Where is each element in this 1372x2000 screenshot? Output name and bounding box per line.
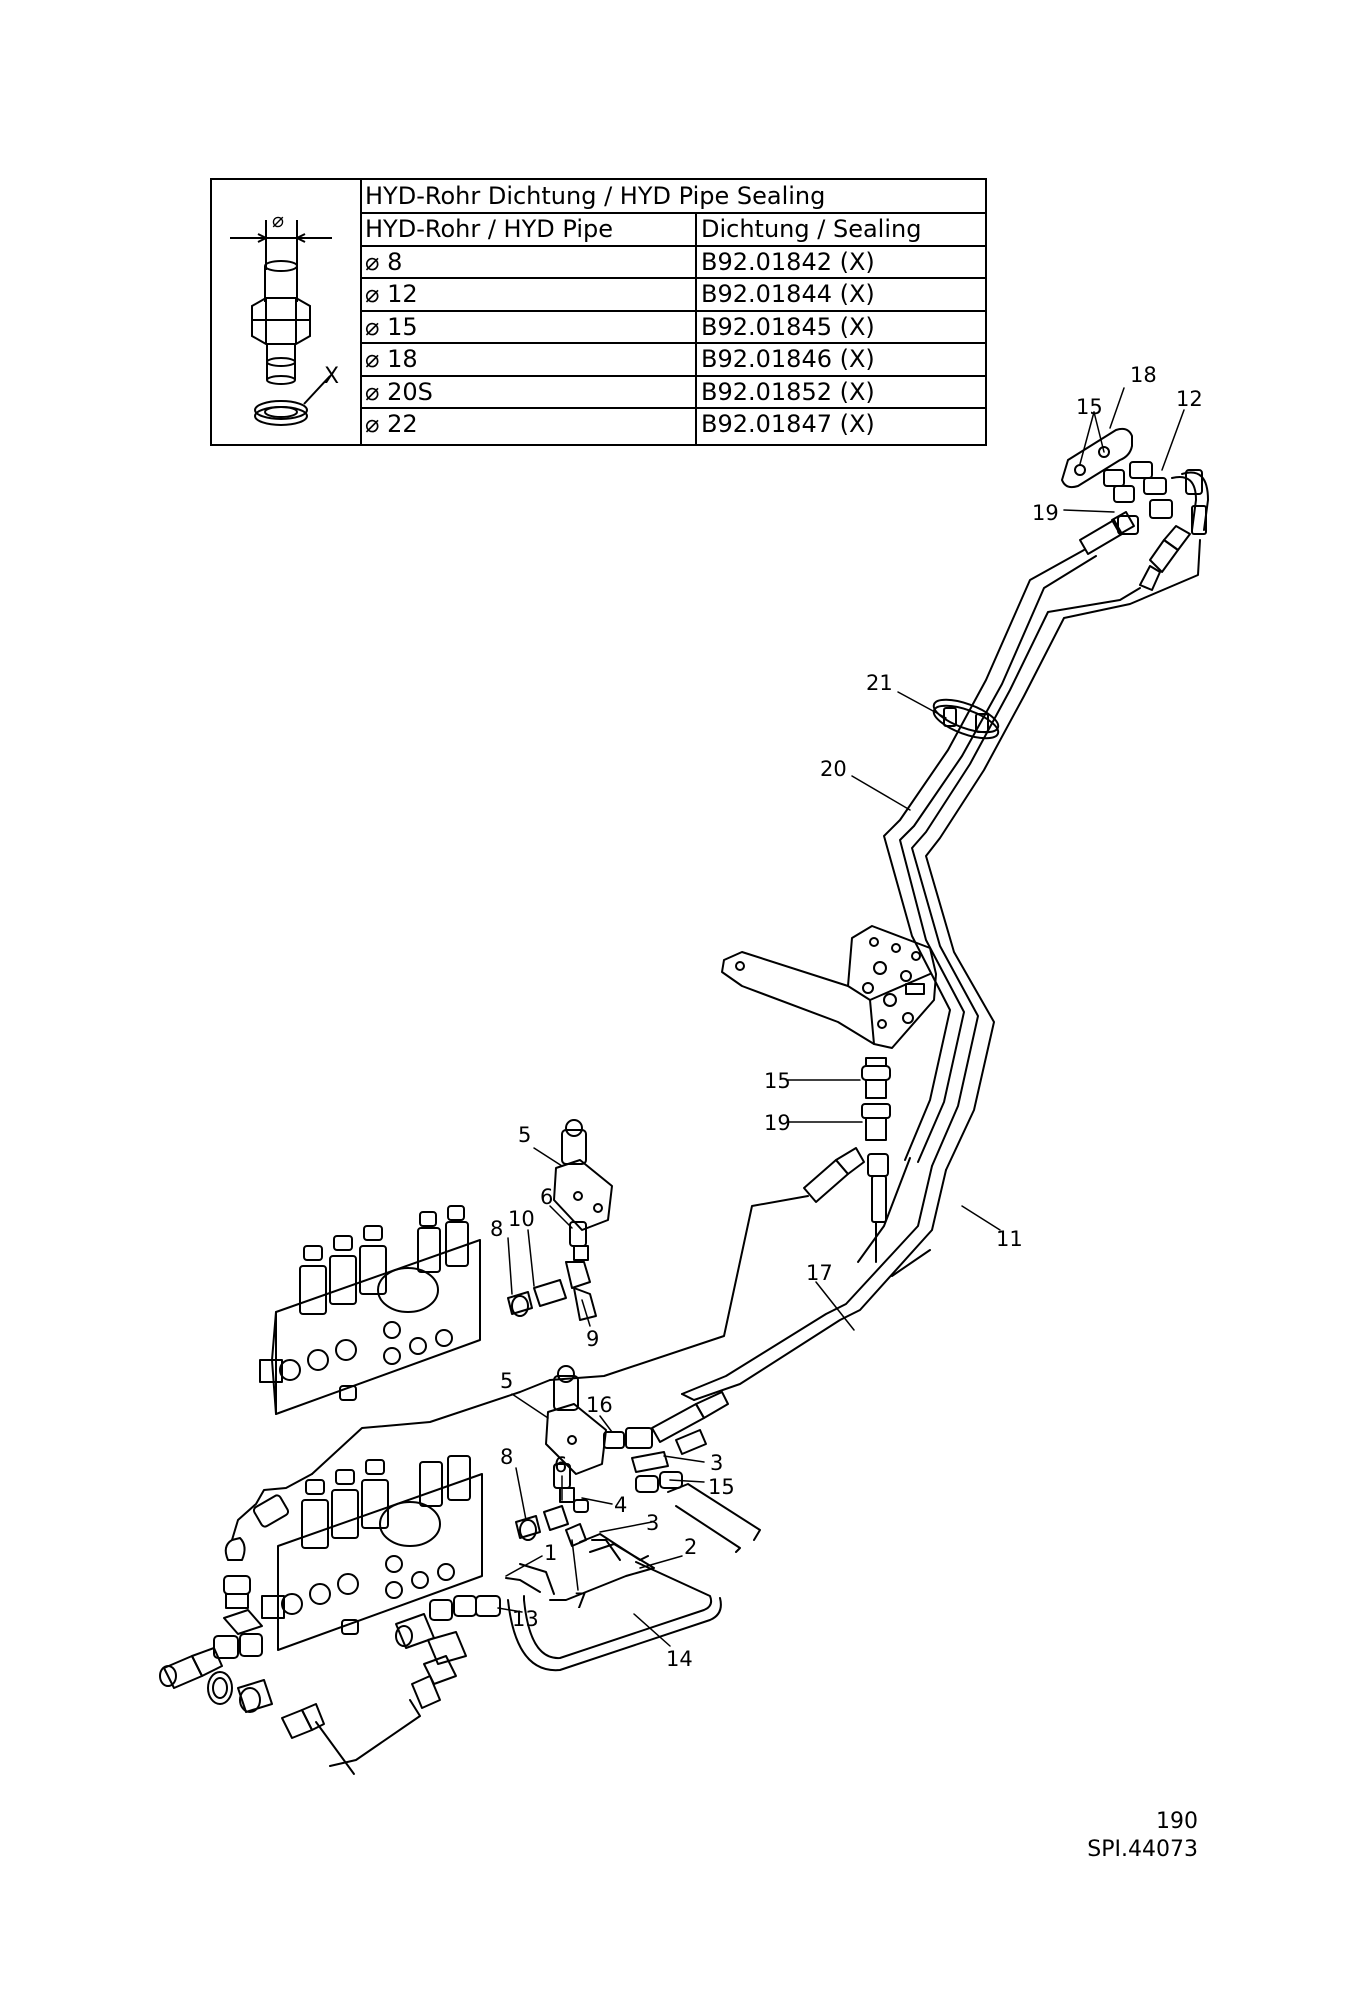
callout-15: 15 — [1076, 395, 1103, 419]
seal-table: ⌀ X HYD-Rohr Dichtung / HYD Pipe Sealing… — [210, 178, 987, 446]
callout-10: 10 — [508, 1207, 535, 1231]
seal-part-number: B92.01844 (X) — [701, 280, 875, 308]
diameter-symbol: ⌀ — [272, 208, 285, 232]
callout-9: 9 — [586, 1327, 599, 1351]
pipe-size: ⌀ 22 — [365, 410, 418, 438]
callout-19: 19 — [764, 1111, 791, 1135]
callout-14: 14 — [666, 1647, 693, 1671]
callout-19: 19 — [1032, 501, 1059, 525]
callout-21: 21 — [866, 671, 893, 695]
callout-16: 16 — [586, 1393, 613, 1417]
callout-4: 4 — [614, 1493, 627, 1517]
page-number: 190 — [1156, 1809, 1198, 1834]
valve-block-upper — [259, 1205, 481, 1415]
return-pipe-14 — [505, 1483, 761, 1672]
table-divider — [360, 375, 985, 377]
callout-3: 3 — [646, 1511, 659, 1535]
solenoid-valve-5-upper — [553, 1119, 613, 1231]
page-footer: 190 SPI.44073 — [1020, 1808, 1198, 1863]
seal-part-number: B92.01846 (X) — [701, 345, 875, 373]
pipe-size: ⌀ 18 — [365, 345, 418, 373]
callout-12: 12 — [1176, 387, 1203, 411]
hose-fitting-19-top — [1079, 511, 1191, 591]
table-divider — [360, 212, 985, 214]
elbow-fittings-lower — [515, 1463, 589, 1547]
callout-13: 13 — [512, 1607, 539, 1631]
callout-8: 8 — [490, 1217, 503, 1241]
hose-fitting-19-mid — [861, 1103, 891, 1263]
pipe-size: ⌀ 12 — [365, 280, 418, 308]
drawing-reference: SPI.44073 — [1087, 1836, 1198, 1862]
pipe-size: ⌀ 20S — [365, 378, 433, 406]
callout-3: 3 — [710, 1451, 723, 1475]
valve-block-lower — [261, 1455, 483, 1651]
table-divider — [360, 342, 985, 344]
seal-mark-label: X — [324, 364, 340, 389]
table-divider — [695, 212, 697, 444]
table-divider — [360, 310, 985, 312]
callout-5: 5 — [518, 1123, 531, 1147]
table-divider — [360, 180, 362, 444]
callout-5: 5 — [500, 1369, 513, 1393]
pipe-seal-sketch — [230, 220, 332, 426]
callout-18: 18 — [1130, 363, 1157, 387]
pipe-column-header: HYD-Rohr / HYD Pipe — [365, 215, 613, 243]
callout-8: 8 — [500, 1445, 513, 1469]
bulkhead-fitting-15 — [861, 1057, 891, 1099]
hose-17 — [549, 1147, 947, 1401]
callout-15: 15 — [708, 1475, 735, 1499]
seal-part-number: B92.01845 (X) — [701, 313, 875, 341]
pipe-run-20 — [883, 539, 1201, 1171]
loose-fittings-lower-right — [315, 1613, 467, 1775]
callout-6: 6 — [554, 1453, 567, 1477]
seal-part-number: B92.01842 (X) — [701, 248, 875, 276]
callout-11: 11 — [996, 1227, 1023, 1251]
callout-6: 6 — [540, 1185, 553, 1209]
pipe-size: ⌀ 15 — [365, 313, 418, 341]
seal-column-header: Dichtung / Sealing — [701, 215, 922, 243]
table-title: HYD-Rohr Dichtung / HYD Pipe Sealing — [365, 182, 826, 210]
callout-15: 15 — [764, 1069, 791, 1093]
seal-part-number: B92.01852 (X) — [701, 378, 875, 406]
table-divider — [360, 245, 985, 247]
table-divider — [360, 407, 985, 409]
elbow-fittings-6-10-8-9 — [507, 1221, 597, 1321]
pipe-size: ⌀ 8 — [365, 248, 403, 276]
callout-1: 1 — [544, 1541, 557, 1565]
top-fitting-cluster — [1061, 427, 1209, 535]
solenoid-valve-5-lower — [545, 1365, 607, 1475]
callout-17: 17 — [806, 1261, 833, 1285]
loose-fittings-lower-left — [159, 1575, 325, 1739]
table-divider — [360, 277, 985, 279]
callout-labels: 18 15 12 19 21 20 15 19 11 17 5 6 10 8 9… — [490, 363, 1203, 1671]
callout-leaders — [497, 387, 1185, 1647]
pipe-clip-21 — [932, 698, 1000, 740]
hose-lower-left — [224, 1379, 551, 1561]
callout-7: 7 — [574, 1589, 587, 1613]
mounting-bracket — [721, 925, 937, 1049]
seal-part-number: B92.01847 (X) — [701, 410, 875, 438]
callout-20: 20 — [820, 757, 847, 781]
fitting-13 — [429, 1595, 501, 1621]
callout-2: 2 — [684, 1535, 697, 1559]
